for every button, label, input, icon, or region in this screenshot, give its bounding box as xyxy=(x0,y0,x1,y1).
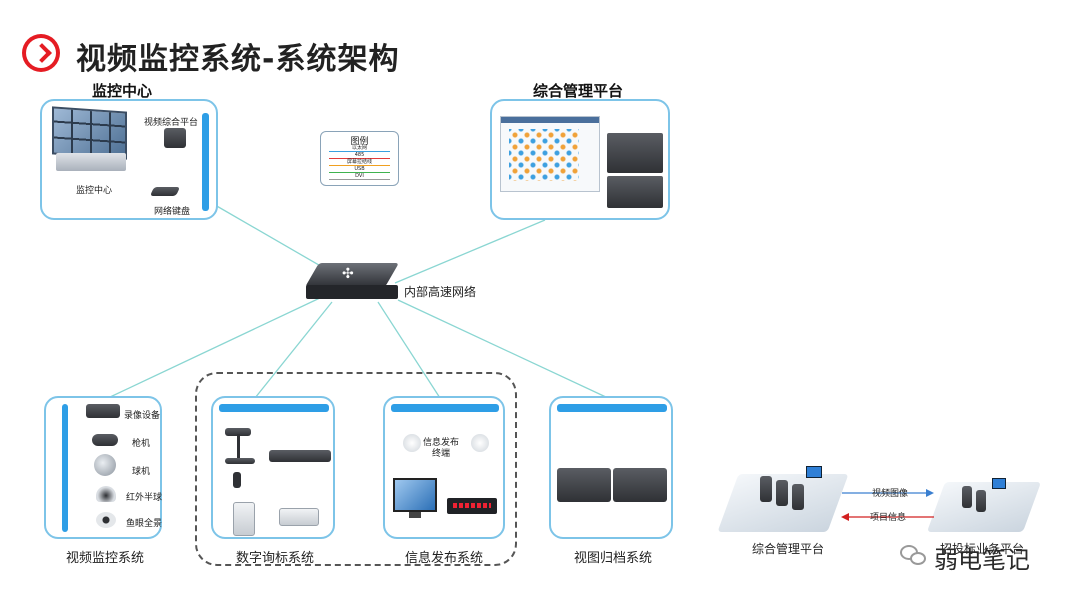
link-archive xyxy=(397,299,609,399)
storage-server-icon xyxy=(557,468,611,502)
terminal-icon xyxy=(403,434,421,452)
legend-item: USB xyxy=(329,166,390,173)
platform-screen-icon xyxy=(500,116,600,192)
device-label: 鱼眼全景 xyxy=(126,519,163,529)
monitoring-center-panel: 视频综合平台 监控中心 网络键盘 xyxy=(40,99,218,220)
recorder-icon xyxy=(86,404,120,418)
fisheye-camera-icon xyxy=(96,512,116,528)
digital-inquiry-caption: 数字询标系统 xyxy=(236,551,315,566)
link-management-platform xyxy=(394,219,546,284)
panel-bus-bar xyxy=(557,404,667,412)
video-surveillance-panel: 录像设备 枪机 球机 红外半球 鱼眼全景 xyxy=(44,396,162,539)
server-icon xyxy=(760,476,772,502)
wall-label: 监控中心 xyxy=(76,186,113,196)
archive-panel xyxy=(549,396,673,539)
server-icon xyxy=(962,486,972,508)
server-icon xyxy=(976,490,986,512)
integration-arrows xyxy=(841,489,934,521)
panel-bus-bar xyxy=(391,404,499,412)
device-label: 录像设备 xyxy=(124,411,161,421)
monitor-icon xyxy=(806,466,822,478)
info-publish-panel: 信息发布 终端 xyxy=(383,396,505,539)
monitoring-center-heading: 监控中心 xyxy=(92,82,153,100)
arrow-forward-label: 视频图像 xyxy=(872,489,909,499)
dome-camera-icon xyxy=(94,454,116,476)
document-camera-stand xyxy=(237,434,240,460)
keyboard-label: 网络键盘 xyxy=(154,207,191,217)
panel-bus-bar xyxy=(219,404,329,412)
legend-item: 以太网 xyxy=(329,145,390,152)
digital-inquiry-panel xyxy=(211,396,335,539)
watermark-text: 弱电笔记 xyxy=(934,546,1030,574)
management-platform-heading: 综合管理平台 xyxy=(533,82,624,100)
panel-bus-bar xyxy=(62,404,68,532)
server-icon xyxy=(792,484,804,510)
link-digital-inquiry xyxy=(254,301,333,399)
led-sign-icon xyxy=(447,498,497,514)
host-device-icon xyxy=(269,450,331,462)
display-screen-icon xyxy=(393,478,437,512)
server-icon xyxy=(776,480,788,506)
monitor-icon xyxy=(992,478,1006,489)
integration-right-label: 招投标业务平台 xyxy=(940,542,1025,556)
network-switch-icon: ✣ xyxy=(305,263,399,305)
device-label: 球机 xyxy=(132,467,151,477)
integration-left-label: 综合管理平台 xyxy=(752,542,825,556)
server-rack-icon xyxy=(607,176,663,208)
device-label: 枪机 xyxy=(132,439,151,449)
terminal-label: 信息发布 终端 xyxy=(423,438,460,459)
video-wall-icon xyxy=(52,106,127,160)
legend-item: DVI xyxy=(329,173,390,180)
console-desk-icon xyxy=(56,153,126,171)
panel-bus-bar xyxy=(202,113,209,211)
dashed-group-frame xyxy=(195,372,517,566)
wechat-icon xyxy=(900,543,928,567)
link-video-surveillance xyxy=(107,296,323,399)
server-rack-icon xyxy=(607,133,663,173)
keyboard-icon xyxy=(149,187,181,196)
video-platform-label: 视频综合平台 xyxy=(144,118,199,128)
link-info-publish xyxy=(377,301,441,399)
network-label: 内部高速网络 xyxy=(404,285,477,299)
document-camera-base xyxy=(225,458,255,464)
infrared-dome-icon xyxy=(96,486,116,502)
terminal-icon xyxy=(471,434,489,452)
archive-caption: 视图归档系统 xyxy=(574,551,653,566)
legend-title: 图例 xyxy=(350,137,369,147)
microphone-icon xyxy=(233,472,241,488)
projector-icon xyxy=(279,508,319,526)
management-platform-panel xyxy=(490,99,670,220)
legend-item: 屏幕拉结线 xyxy=(329,159,390,166)
document-camera-icon xyxy=(225,428,251,436)
page-title: 视频监控系统-系统架构 xyxy=(76,42,400,77)
arrow-back-label: 项目信息 xyxy=(870,513,907,523)
bullet-camera-icon xyxy=(92,434,118,446)
video-surveillance-caption: 视频监控系统 xyxy=(66,551,145,566)
legend-item: 485 xyxy=(329,152,390,159)
video-platform-icon xyxy=(164,128,186,148)
display-stand xyxy=(409,512,421,518)
info-publish-caption: 信息发布系统 xyxy=(405,551,484,566)
speaker-icon xyxy=(233,502,255,536)
device-label: 红外半球 xyxy=(126,493,163,503)
legend: 图例 以太网 485 屏幕拉结线 USB DVI xyxy=(320,131,399,186)
storage-server-icon xyxy=(613,468,667,502)
chevron-right-icon xyxy=(22,34,60,72)
